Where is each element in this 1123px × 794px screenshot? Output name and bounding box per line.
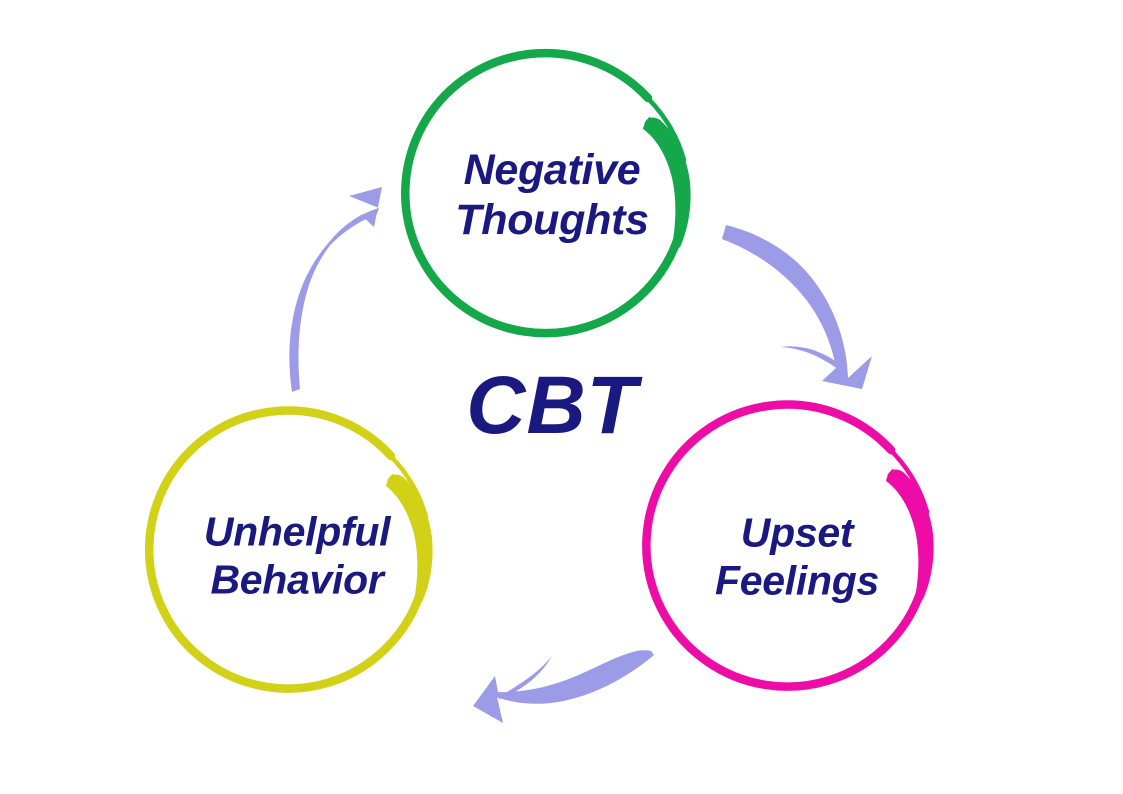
unhelpful-behavior-ring: [144, 406, 432, 693]
upset-feelings-arrow-tip: [886, 469, 903, 480]
negative-thoughts-arrow-tip: [643, 117, 660, 128]
upset-feelings-arrowhead: [886, 469, 934, 602]
node-circle-upset-feelings: [642, 400, 934, 691]
connector-arrow-feelings-to-behavior: [473, 650, 654, 723]
unhelpful-behavior-arrow-tip: [386, 474, 403, 485]
negative-thoughts-arrowhead: [643, 117, 691, 250]
connector-arrow-behavior-to-thoughts: [289, 187, 382, 392]
node-circle-negative-thoughts: [401, 48, 691, 338]
upset-feelings-ring: [642, 400, 933, 691]
center-title: CBT: [466, 360, 638, 451]
connector-arrow-thoughts-to-feelings: [722, 225, 872, 389]
negative-thoughts-ring: [401, 48, 690, 338]
unhelpful-behavior-arrowhead: [386, 474, 433, 605]
node-circle-unhelpful-behavior: [144, 406, 433, 693]
